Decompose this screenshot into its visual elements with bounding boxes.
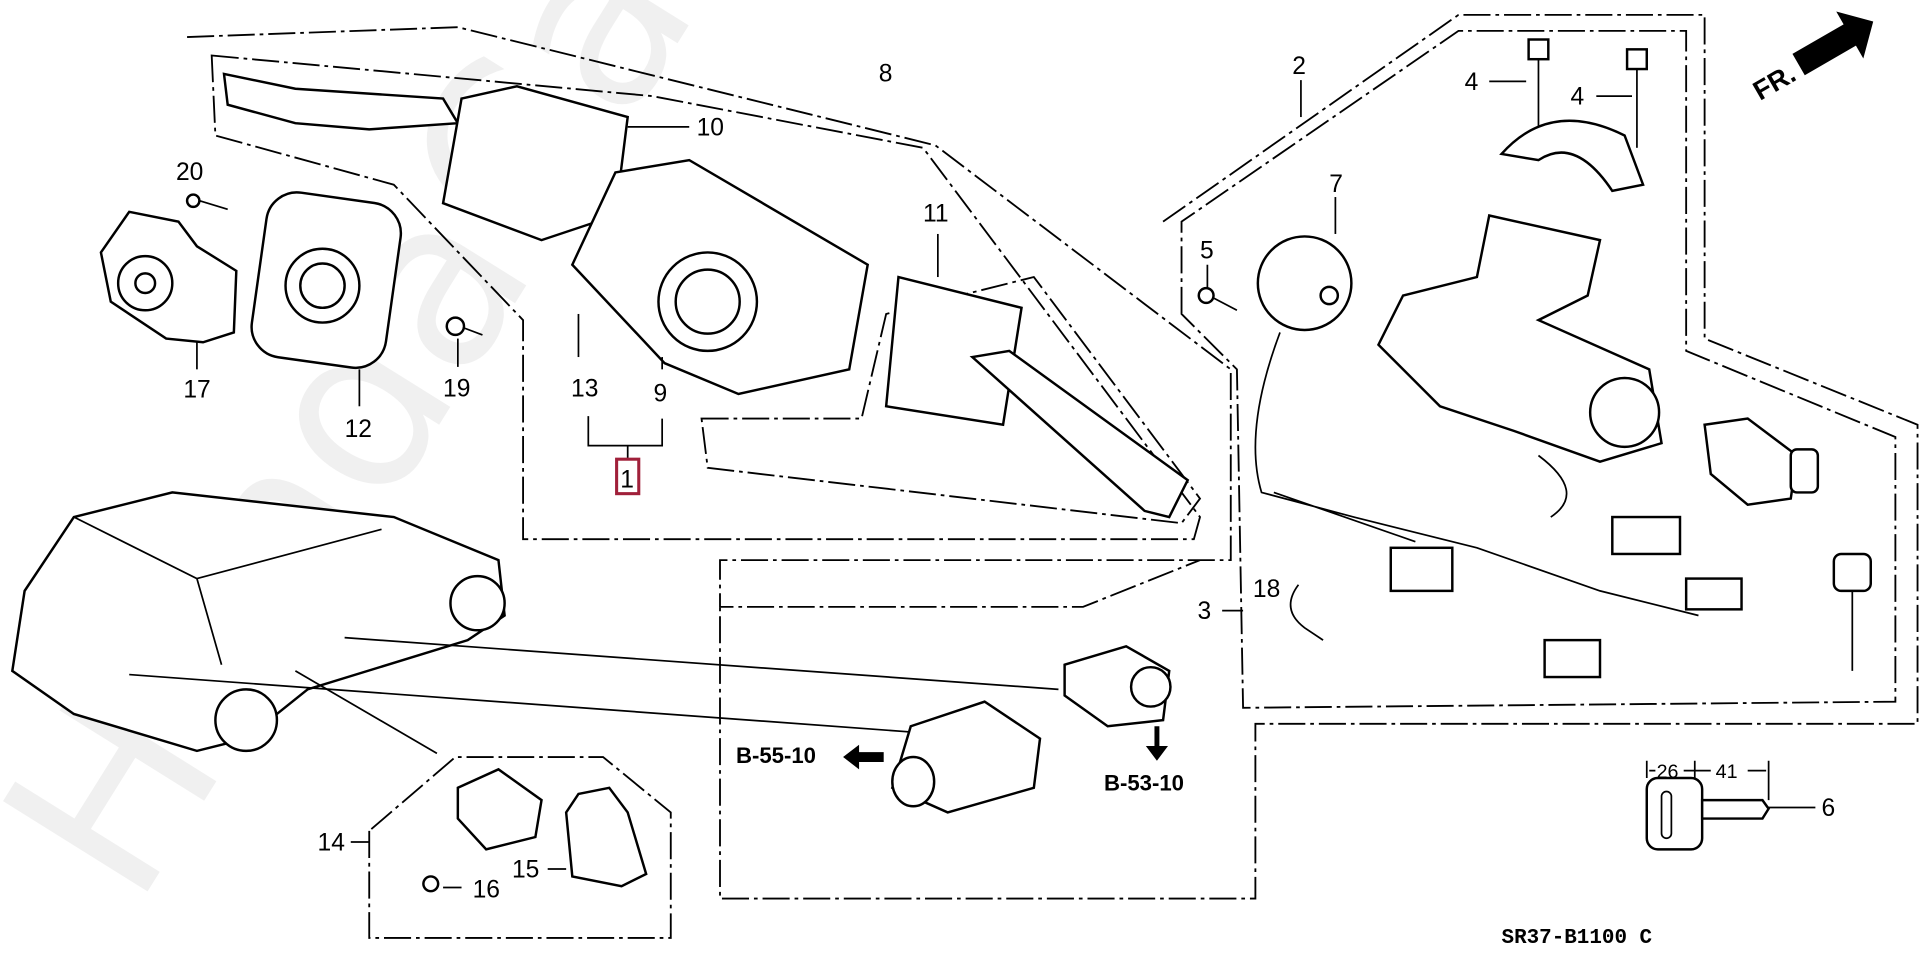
key-dimension-lines [1645,760,1770,801]
leader-car-tailgate [129,673,917,734]
part-tailgate-lock-cylinder[interactable] [890,700,1042,814]
callout-15: 15 [512,857,539,884]
callout-17: 17 [183,377,210,404]
group-outline-ignition [719,13,1919,900]
callout-7: 7 [1329,171,1343,198]
callout-4b: 4 [1570,84,1584,111]
key-dimension-head: 26 [1657,761,1679,783]
drawing-code: SR37-B1100 C [1502,927,1653,950]
group-outline-switch-inner [210,54,1202,541]
callout-4a: 4 [1465,69,1479,96]
leader-car-switch [294,670,438,755]
arrow-down-icon [1145,726,1168,761]
callout-10: 10 [697,114,724,141]
part-14-door-switch[interactable] [456,767,543,851]
part-4-bolt-b[interactable] [1625,48,1648,148]
reference-b55[interactable]: B-55-10 [736,743,816,768]
key-dimension-blade: 41 [1716,761,1738,783]
part-9-switch-body[interactable] [570,158,870,396]
callout-18: 18 [1253,576,1280,603]
callout-14: 14 [318,830,345,857]
part-7-ignition-switch[interactable] [1256,235,1353,332]
part-door-lock-cylinder[interactable] [1063,644,1172,728]
callout-1[interactable]: 1 [620,467,634,494]
part-keys [1832,552,1872,671]
callout-16: 16 [473,876,500,903]
part-17-cancel-cam[interactable] [99,210,238,344]
leader-car-door [344,636,1059,691]
svg-text:FR.: FR. [1748,58,1801,107]
callout-5: 5 [1200,238,1214,265]
callout-11: 11 [923,201,949,228]
part-3-harness[interactable] [1254,332,1743,679]
bracket-1 [587,416,664,447]
callout-20: 20 [176,159,203,186]
callout-9: 9 [654,380,668,407]
callout-13: 13 [571,375,598,402]
part-clamp-upper[interactable] [1499,119,1645,193]
part-18-clip[interactable] [1289,584,1324,641]
arrow-up-right-icon [1792,11,1874,76]
callout-3: 3 [1198,598,1212,625]
reference-b53[interactable]: B-53-10 [1104,770,1184,795]
part-16-bolt[interactable] [422,875,440,893]
callout-6: 6 [1822,795,1836,822]
part-5-screw[interactable] [1197,286,1238,312]
part-12-cable-reel[interactable] [248,188,405,371]
group-outline-ignition-inner [1180,29,1897,709]
callout-19: 19 [443,375,470,402]
part-key-cylinder[interactable] [1703,417,1820,507]
arrow-left-icon [843,744,884,770]
callout-12: 12 [345,416,372,443]
callout-1-highlight [615,457,641,496]
callout-2: 2 [1292,53,1306,80]
part-2-steering-lock[interactable] [1376,214,1663,463]
part-15-switch-cover[interactable] [564,786,648,888]
part-11-wiper-switch[interactable] [884,275,1190,519]
part-6-key-blank[interactable] [1645,776,1771,851]
group-outline-door-switch [368,756,672,939]
part-19-bolt[interactable] [445,316,483,337]
part-10-lighting-switch[interactable] [222,72,630,242]
callout-8: 8 [879,60,893,87]
car-illustration [10,491,506,753]
group-outline-wiper [700,275,1202,525]
group-outline-combination-switch [187,26,1232,608]
part-4-bolt-a[interactable] [1527,38,1550,130]
part-20-screw[interactable] [185,193,228,211]
front-direction-arrow: FR. [1748,11,1874,107]
